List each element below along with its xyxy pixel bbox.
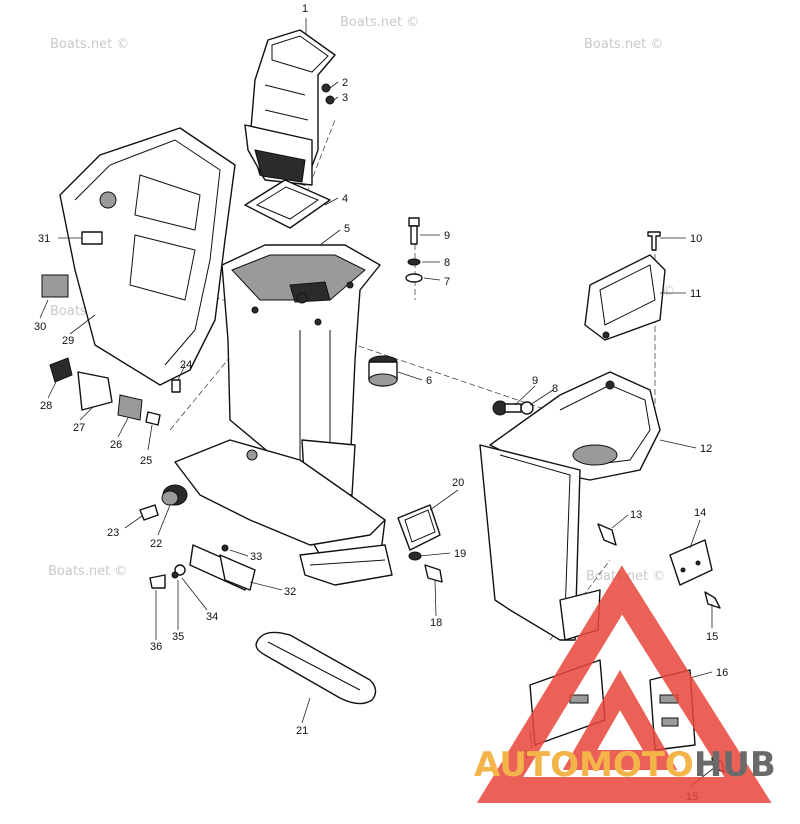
callout-35: 35	[172, 631, 184, 643]
callout-18: 18	[430, 617, 442, 629]
callout-33: 33	[250, 551, 262, 563]
part-fittings-24-28	[49, 357, 181, 426]
part-screw-15a	[704, 591, 721, 609]
brand-triangle-icon	[476, 565, 772, 803]
alignment-line	[299, 119, 336, 211]
brand-wordmark: AUTOMOTOHUB	[474, 745, 776, 785]
callout-9: 9	[532, 375, 538, 387]
callout-31: 31	[38, 233, 50, 245]
callout-14: 14	[694, 507, 706, 519]
callout-24: 24	[180, 359, 192, 371]
part-screws-2-3	[321, 83, 335, 105]
callout-1: 1	[302, 3, 308, 15]
callout-8: 8	[444, 257, 450, 269]
part-screw-10	[647, 231, 661, 251]
callout-7: 7	[444, 276, 450, 288]
callout-32: 32	[284, 586, 296, 598]
watermark-text: Boats.net ©	[584, 37, 663, 52]
callout-12: 12	[700, 443, 712, 455]
callout-28: 28	[40, 400, 52, 412]
part-cowl-left	[59, 127, 236, 386]
part-grommet-22	[161, 484, 188, 506]
callout-9: 9	[444, 230, 450, 242]
watermark-text: Boats.net ©	[340, 15, 419, 30]
brand-inner-triangle-icon	[562, 669, 678, 770]
callout-21: 21	[296, 725, 308, 737]
part-plate-32	[189, 544, 256, 591]
callout-4: 4	[342, 193, 348, 205]
leader-lines	[39, 18, 715, 786]
callout-36: 36	[150, 641, 162, 653]
callout-11: 11	[690, 288, 701, 300]
callout-19: 19	[454, 548, 466, 560]
svg-text:AUTOMOTOHUB: AUTOMOTOHUB	[474, 745, 776, 785]
part-swivel-bracket	[479, 371, 661, 641]
part-exhaust-tube	[244, 29, 336, 186]
callout-5: 5	[344, 223, 350, 235]
callout-29: 29	[62, 335, 74, 347]
part-bolt-9-8	[492, 400, 534, 416]
part-fasteners-33-36	[149, 544, 229, 589]
callout-23: 23	[107, 527, 119, 539]
brand-logo	[476, 565, 772, 803]
brand-word-hub: HUB	[694, 745, 776, 785]
callout-10: 10	[690, 233, 702, 245]
part-seal-21	[255, 631, 377, 705]
callout-13: 13	[630, 509, 642, 521]
callout-2: 2	[342, 77, 348, 89]
callout-27: 27	[73, 422, 85, 434]
callout-26: 26	[110, 439, 122, 451]
part-anode-20	[397, 504, 441, 551]
callout-8: 8	[552, 383, 558, 395]
part-cover-11	[584, 254, 666, 341]
part-screw-18	[424, 564, 443, 583]
part-screw-23	[139, 504, 159, 521]
watermark-text: Boats.net ©	[50, 37, 129, 52]
callout-20: 20	[452, 477, 464, 489]
callout-3: 3	[342, 92, 348, 104]
part-plate-14	[669, 539, 713, 586]
part-washer-19	[408, 551, 422, 561]
part-mount-6	[368, 355, 398, 387]
part-gasket	[244, 179, 331, 229]
callout-15: 15	[706, 631, 718, 643]
brand-word-auto: AUTO	[474, 745, 579, 785]
part-screw-13	[597, 523, 617, 546]
callout-34: 34	[206, 611, 218, 623]
part-label-plate	[41, 274, 69, 298]
callout-22: 22	[150, 538, 162, 550]
callout-6: 6	[426, 375, 432, 387]
part-cavitation-plate	[174, 439, 393, 586]
callout-16: 16	[716, 667, 728, 679]
callout-30: 30	[34, 321, 46, 333]
part-screw-stack-upper	[405, 217, 423, 283]
brand-word-moto: MOTO	[579, 745, 694, 785]
watermark-text: Boats.net ©	[48, 564, 127, 579]
callout-25: 25	[140, 455, 152, 467]
